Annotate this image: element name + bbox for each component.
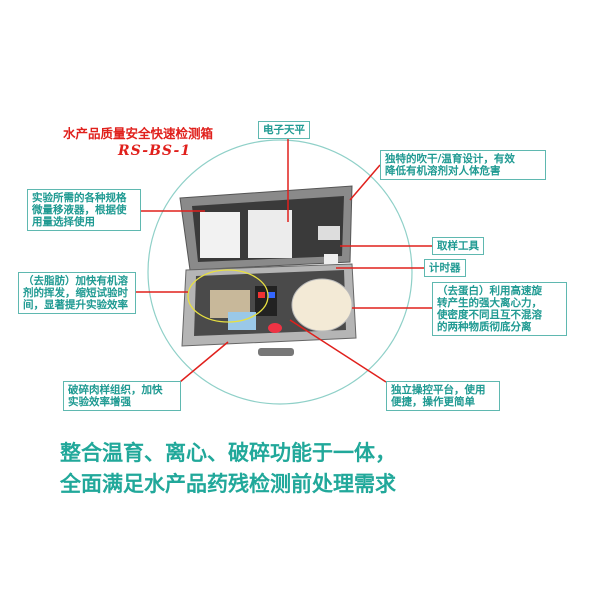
case-handle	[258, 348, 294, 356]
callout-dryer: 独特的吹干/温育设计，有效 降低有机溶剂对人体危害	[380, 150, 546, 180]
callout-balance: 电子天平	[258, 121, 310, 139]
summary-line-1: 整合温育、离心、破碎功能于一体，	[60, 441, 396, 465]
timer-device	[324, 254, 338, 264]
highlight-ellipse	[187, 269, 269, 323]
centrifuge	[291, 278, 353, 332]
model-number: RS-BS-1	[118, 143, 192, 159]
callout-sampling: 取样工具	[432, 237, 484, 255]
leader-lines	[135, 138, 432, 383]
product-title: 水产品质量安全快速检测箱	[63, 126, 214, 141]
foam-block	[248, 210, 292, 258]
control-panel	[255, 286, 277, 316]
foam-block	[200, 212, 240, 258]
callout-centrifuge: （去蛋白）利用高速旋 转产生的强大离心力， 使密度不同且互不混溶 的两种物质彻底…	[432, 282, 567, 336]
summary-line-2: 全面满足水产品药残检测前处理需求	[60, 472, 396, 496]
callout-degrease: （去脂肪）加快有机溶 剂的挥发，缩短试验时 间，显著提升实验效率	[18, 272, 136, 314]
callout-timer: 计时器	[424, 259, 466, 277]
sampling-tool	[318, 226, 340, 240]
callout-pipette: 实验所需的各种规格 微量移液器，根据使 用量选择使用	[27, 189, 141, 231]
callout-control: 独立操控平台，使用 便捷，操作更简单	[386, 381, 500, 411]
crusher	[268, 323, 282, 333]
callout-crusher: 破碎肉样组织，加快 实验效率增强	[63, 381, 181, 411]
focus-circle	[147, 139, 413, 405]
